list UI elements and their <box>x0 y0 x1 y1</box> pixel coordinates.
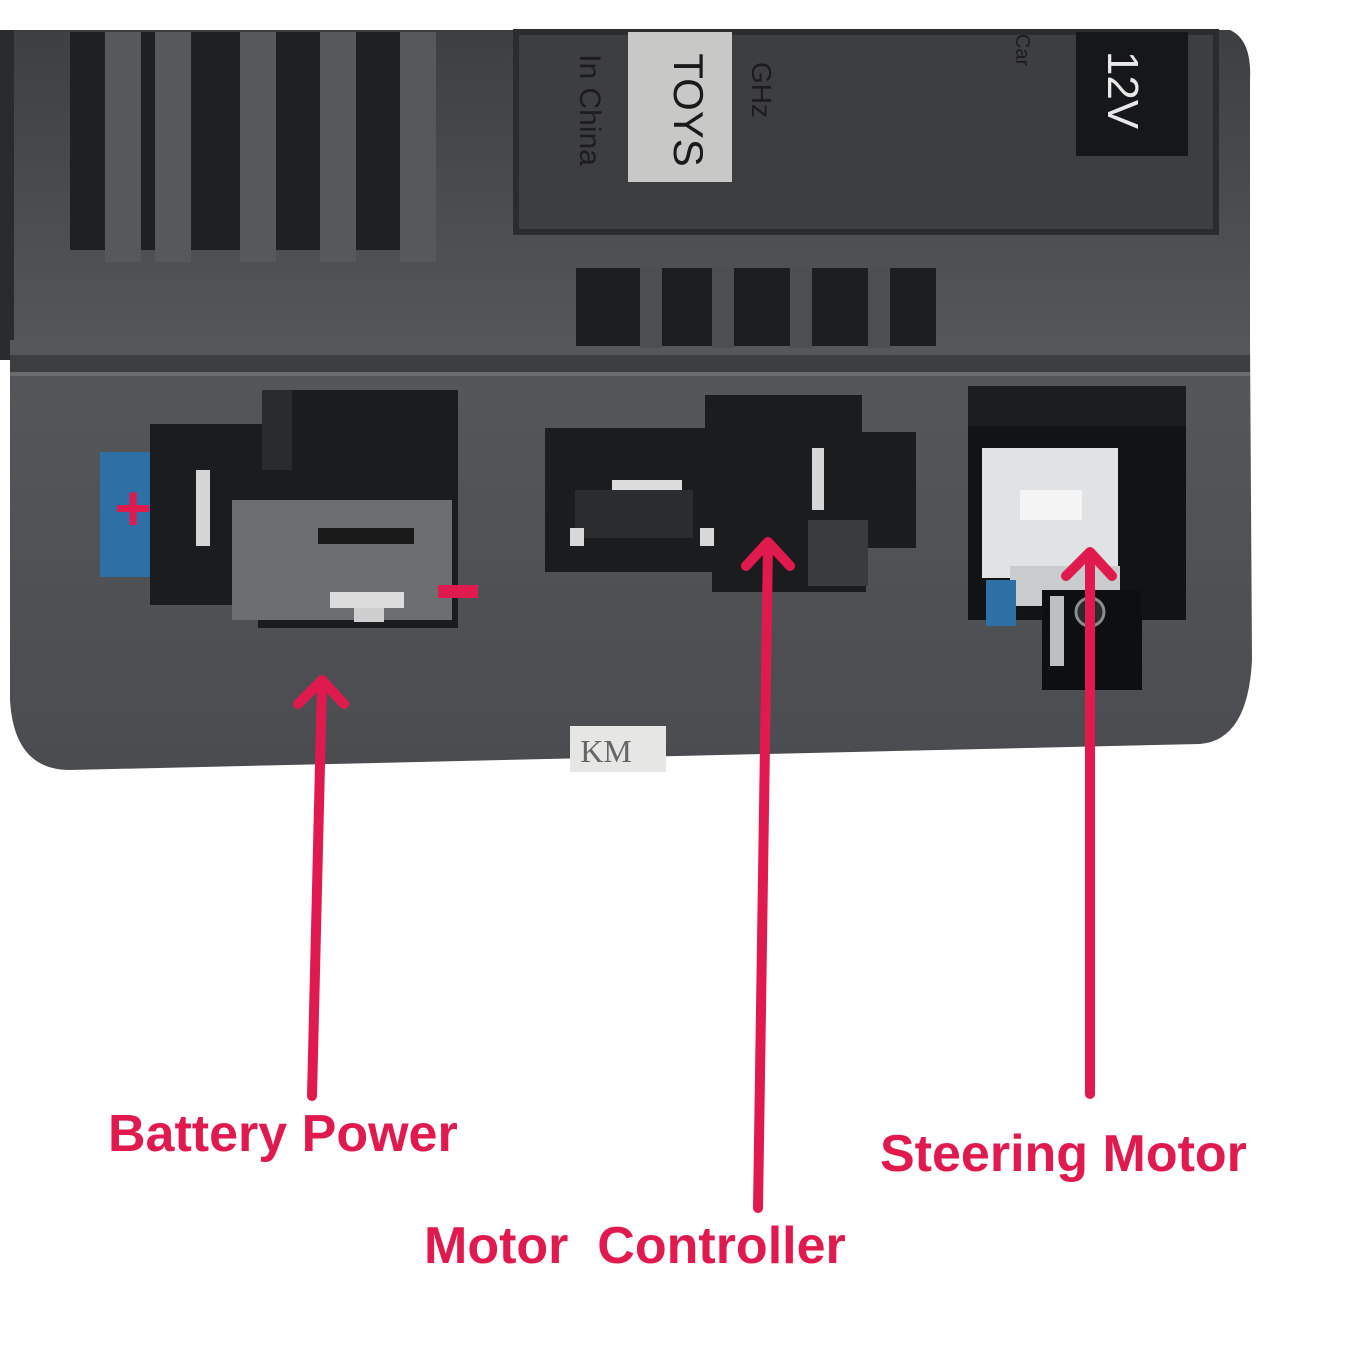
battery-power-label: Battery Power <box>108 1105 458 1163</box>
plus-sign: + <box>114 472 151 544</box>
voltage-badge <box>1076 32 1188 156</box>
steering-motor-label: Steering Motor <box>880 1125 1247 1183</box>
bottom-tag-text: KM <box>580 733 632 769</box>
minus-sign <box>438 585 478 598</box>
voltage-badge-text: 12V <box>1098 51 1147 130</box>
battery-power-port <box>100 390 458 628</box>
car-text: Car <box>1011 34 1033 67</box>
vent-grille <box>70 32 436 262</box>
motor-controller-arrow <box>741 537 795 1213</box>
motor-controller-label: Motor Controller <box>424 1217 846 1275</box>
middle-vents <box>576 266 936 348</box>
frequency-text: GHz <box>746 62 777 118</box>
origin-text: In China <box>573 54 606 166</box>
steering-motor-arrow <box>1061 547 1117 1099</box>
sticker-text: TOYS <box>665 53 712 167</box>
steering-motor-port <box>968 386 1186 690</box>
battery-arrow <box>293 675 349 1101</box>
motor-controller-port <box>545 395 916 592</box>
bottom-tag <box>570 726 666 772</box>
label-panel <box>513 29 1219 235</box>
toys-sticker <box>628 32 732 182</box>
